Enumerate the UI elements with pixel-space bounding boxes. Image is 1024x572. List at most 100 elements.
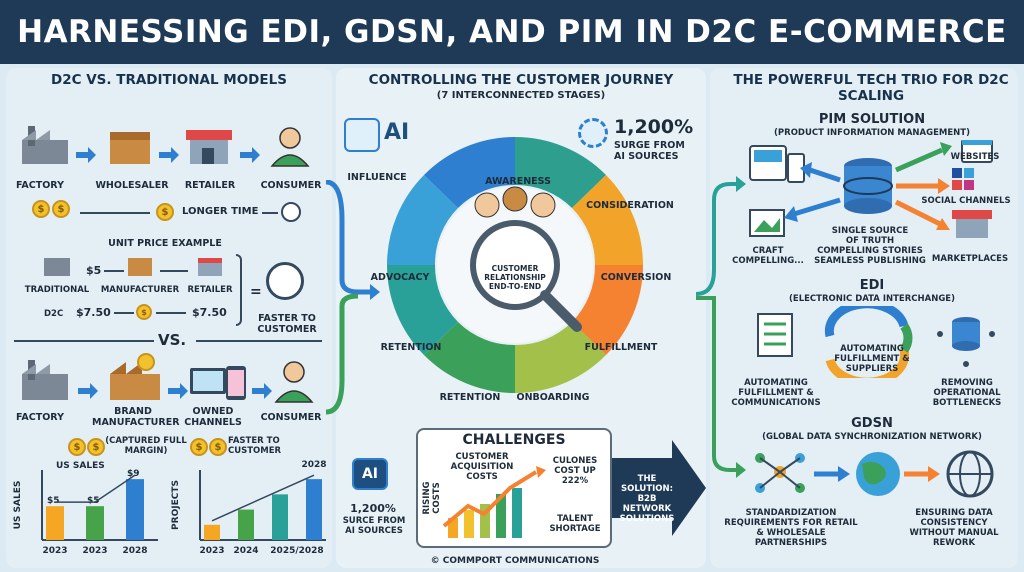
arrow-line [114, 312, 134, 314]
x-tick-label: 2023 [199, 546, 224, 556]
trend-line [55, 474, 136, 503]
x-tick-label: 2024 [233, 546, 258, 556]
rising-costs-axis: RISING COSTS [422, 481, 442, 515]
gdsn-subtitle: (GLOBAL DATA SYNCHRONIZATION NETWORK) [762, 432, 982, 442]
edi-right-label: REMOVING OPERATIONAL BOTTLENECKS [932, 378, 1002, 408]
x-tick-label: 2028 [122, 546, 147, 556]
ai-chip-icon: AI [352, 458, 388, 490]
checklist-icon [757, 313, 793, 357]
edi-title: EDI [859, 278, 885, 293]
chart-extra-label: 2028 [301, 460, 326, 470]
x-tick-label: 2023 [82, 546, 107, 556]
arrow-line [262, 212, 278, 214]
consumer-icon [270, 127, 310, 167]
faster2-label: FASTER TO CUSTOMER [228, 436, 282, 456]
rising-costs-chart-icon [442, 466, 546, 538]
y-axis-label: PROJECTS [171, 480, 181, 530]
solution-text: THE SOLUTION: B2B NETWORK SOLUTIONS [619, 474, 675, 524]
left-heading: D2C VS. TRADITIONAL MODELS [51, 72, 287, 88]
social-channels-label: SOCIAL CHANNELS [921, 196, 1011, 206]
cac-label: CUSTOMER ACQUISITION COSTS [450, 452, 514, 482]
screens-icon [749, 145, 805, 183]
gdsn-title: GDSN [851, 416, 893, 431]
circuit-database-icon [937, 317, 995, 367]
longer-time-label: LONGER TIME [182, 206, 259, 217]
websites-label: WEBSITES [950, 152, 1000, 162]
supply-chain-traditional [22, 126, 310, 167]
manufacturer-label: MANUFACTURER [100, 285, 180, 295]
d2c-label: D2C [44, 309, 64, 319]
x-tick-label: 2025/2028 [270, 546, 323, 556]
stage-advocacy: ADVOCACY [370, 272, 430, 283]
ai-label: AI [384, 120, 410, 145]
solution-arrow [612, 440, 706, 536]
factory-icon [22, 126, 68, 164]
globe-icon [856, 452, 900, 496]
stopwatch-icon [281, 202, 301, 222]
pim-subtitle: (PRODUCT INFORMATION MANAGEMENT) [774, 128, 970, 138]
stage-retention: RETENTION [380, 342, 442, 353]
chain1-consumer: CONSUMER [260, 180, 322, 191]
gear-icon [578, 118, 608, 148]
bar [46, 506, 64, 540]
bar [86, 506, 104, 540]
arrow-line [104, 270, 124, 272]
craft-image-icon [749, 209, 785, 237]
small-manufacturer-icon [128, 258, 152, 276]
stage-influence: INFLUENCE [347, 172, 407, 183]
stat2-value: 1,200% [350, 502, 396, 515]
small-store-icon [198, 258, 222, 276]
trend-line [211, 474, 315, 522]
owned-channels-icon [190, 366, 246, 400]
stage-awareness: AWARENESS [485, 176, 551, 187]
trad-price: $5 [86, 264, 102, 277]
bar [306, 479, 322, 540]
divider [196, 340, 322, 342]
stage-fulfillment: FULFILLMENT [584, 342, 658, 353]
bar [272, 494, 288, 540]
divider [14, 340, 154, 342]
connector-arrows [325, 180, 380, 415]
page-title: HARNESSING EDI, GDSN, AND PIM IN D2C E-C… [0, 0, 1024, 64]
right-heading: THE POWERFUL TECH TRIO FOR D2C SCALING [733, 72, 1009, 104]
craft-label: CRAFT COMPELLING... [732, 246, 804, 266]
divider [80, 212, 150, 214]
chain2-consumer: CONSUMER [260, 412, 322, 423]
ai-brain-icon [344, 118, 380, 152]
retailer-label: RETAILER [187, 285, 233, 295]
pim-title: PIM SOLUTION [818, 112, 926, 127]
bar [126, 479, 144, 540]
edi-left-label: AUTOMATING FULFILLMENT & COMMUNICATIONS [731, 378, 821, 408]
arrow-line [160, 270, 188, 272]
chain2-brand-manufacturer: BRAND MANUFACTURER [92, 406, 180, 428]
vs-label: VS. [158, 331, 187, 349]
traditional-label: TRADITIONAL [24, 285, 90, 295]
chain2-owned-channels: OWNED CHANNELS [184, 406, 242, 428]
faster-label: FASTER TO CUSTOMER [257, 313, 317, 335]
d2c-price-1: $7.50 [76, 306, 111, 319]
gdsn-left-label: STANDARDIZATION REQUIREMENTS FOR RETAIL … [724, 508, 858, 548]
chart-title: US SALES [56, 461, 105, 471]
chain1-retailer: RETAILER [184, 180, 236, 191]
supply-chain-d2c [22, 353, 314, 403]
stage-conversion: CONVERSION [600, 272, 672, 283]
data-label: $5 [47, 496, 60, 506]
projects-chart: PROJECTS 2023 2024 2025/2028 2028 [171, 460, 326, 556]
copyright-credit: © COMMPORT COMMUNICATIONS [430, 556, 600, 566]
stat-value: 1,200% [614, 116, 694, 138]
cost-up-label: CULONES COST UP 222% [552, 456, 598, 486]
coin-stack-icon: $$ [32, 200, 70, 218]
coin-stack-icon: $$ [68, 438, 105, 456]
stat2-text: SURCE FROM AI SOURCES [342, 516, 406, 536]
network-nodes-icon [755, 453, 805, 493]
arrow-line [156, 312, 186, 314]
edi-mid-label: AUTOMATING FULFILLMENT & SUPPLIERS [834, 344, 910, 374]
coin-stack-icon: $$ [190, 438, 227, 456]
stopwatch-icon [266, 262, 304, 300]
cycle-arrows-icon [824, 306, 913, 378]
stage-retention-2: RETENTION [439, 392, 501, 403]
data-label: $9 [127, 469, 140, 479]
single-source-label: SINGLE SOURCE OF TRUTH [831, 226, 909, 246]
center-heading: CONTROLLING THE CUSTOMER JOURNEY [368, 72, 674, 88]
captured-margin-label: (CAPTURED FULL MARGIN) [105, 436, 187, 456]
